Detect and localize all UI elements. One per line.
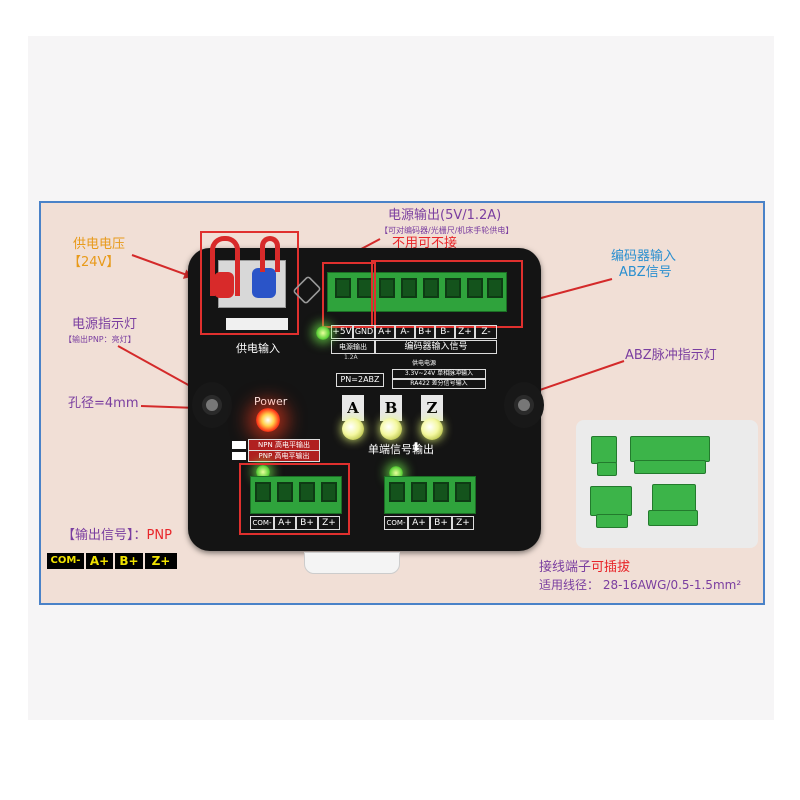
npn-indicator-square xyxy=(232,441,246,449)
terminal-product-4pin-b-plug xyxy=(648,510,698,526)
output-signal-label: 【输出信号】：PNP xyxy=(62,528,172,544)
encoder-input-highlight xyxy=(371,260,523,328)
power-output-label: 电源输出(5V/1.2A) xyxy=(388,208,502,223)
encoder-input-tag: 编码器输入信号 xyxy=(375,340,497,354)
terminal-slot xyxy=(467,278,483,298)
label-z-minus: Z- xyxy=(475,325,497,339)
led-a xyxy=(342,418,364,440)
terminal-slot xyxy=(487,278,503,298)
terminal-product-8pin-plug xyxy=(634,460,706,474)
terminal-title-text: 接线端子 xyxy=(539,560,592,575)
out-left-z: Z+ xyxy=(318,516,340,530)
label-b-plus: B+ xyxy=(415,325,435,339)
terminal-slot xyxy=(335,278,351,298)
led-b xyxy=(380,418,402,440)
legend-z: Z+ xyxy=(145,553,177,569)
label-5v: +5V xyxy=(331,325,353,339)
led-label-b: B xyxy=(380,395,402,421)
blue-wire-ferrule xyxy=(252,268,276,298)
power-out-tag: 电源输出 xyxy=(331,340,375,354)
supply-voltage-label: 供电电压 xyxy=(73,237,126,252)
terminal-slot xyxy=(299,482,315,502)
power-indicator-note: 【输出PNP：亮灯】 xyxy=(64,335,136,344)
supply-input-plate xyxy=(226,318,288,330)
mounting-ear-right xyxy=(504,382,544,428)
din-rail-clip xyxy=(304,552,400,574)
out-right-com: COM- xyxy=(384,516,408,530)
terminal-slot xyxy=(321,482,337,502)
pnp-label: PNP 高电平输出 xyxy=(248,450,320,462)
terminal-product-4pin-b xyxy=(652,484,696,514)
legend-b: B+ xyxy=(115,553,143,569)
hole-diameter-label: 孔径=4mm xyxy=(68,396,139,411)
terminal-slot xyxy=(455,482,471,502)
label-a-plus: A+ xyxy=(375,325,395,339)
power-label: Power xyxy=(254,395,288,408)
supply-terminal-highlight xyxy=(200,231,299,335)
led-label-z: Z xyxy=(421,395,443,421)
current-tag: 1.2A xyxy=(344,354,358,361)
do-not-connect-label: 不用可不接 xyxy=(392,236,458,251)
wire-spec-label: 适用线径： 28-16AWG/0.5-1.5mm² xyxy=(539,578,742,592)
terminal-slot xyxy=(389,482,405,502)
out-left-b: B+ xyxy=(296,516,318,530)
red-wire xyxy=(210,236,240,296)
out-right-a: A+ xyxy=(408,516,430,530)
spec-line-1: 3.3V~24V 单相脉冲输入 xyxy=(392,369,486,379)
power-indicator-label: 电源指示灯 xyxy=(72,317,138,332)
terminal-slot xyxy=(379,278,395,298)
spec-title: 供电电源 xyxy=(412,360,437,367)
red-wire-ferrule xyxy=(214,272,234,298)
terminal-slot xyxy=(277,482,293,502)
pnp-indicator-square xyxy=(232,452,246,460)
terminal-slot xyxy=(255,482,271,502)
abz-pulse-indicator-label: ABZ脉冲指示灯 xyxy=(625,348,717,363)
terminal-title-highlight: 可插拔 xyxy=(591,560,631,575)
out-left-com: COM- xyxy=(250,516,274,530)
terminal-product-2pin-plug xyxy=(597,462,617,476)
output-terminal-highlight xyxy=(239,463,350,535)
mounting-ear-left xyxy=(192,382,232,428)
led-z xyxy=(421,418,443,440)
led-label-a: A xyxy=(342,395,364,421)
terminal-product-4pin-plug xyxy=(596,514,628,528)
encoder-input-label: 编码器输入 xyxy=(611,249,677,264)
arrow-down-icon: ⬇ xyxy=(411,440,422,454)
terminal-slot xyxy=(401,278,417,298)
terminal-slot xyxy=(411,482,427,502)
output-signal-title: 【输出信号】： xyxy=(62,528,147,543)
label-b-minus: B- xyxy=(435,325,455,339)
label-gnd: GND xyxy=(353,325,375,339)
out-left-a: A+ xyxy=(274,516,296,530)
spec-line-2: RA422 差分信号输入 xyxy=(392,379,486,389)
power-led xyxy=(256,408,280,432)
out-right-z: Z+ xyxy=(452,516,474,530)
terminal-title: 接线端子可插拔 xyxy=(539,560,631,576)
legend-a: A+ xyxy=(86,553,113,569)
terminal-product-2pin xyxy=(591,436,617,464)
legend-com: COM- xyxy=(47,553,84,569)
abz-signal-label: ABZ信号 xyxy=(619,265,672,280)
single-output-label: 单端信号输出 xyxy=(368,443,434,456)
supply-input-text: 供电输入 xyxy=(236,342,280,355)
power-out-led xyxy=(316,326,330,340)
mounting-hole-left xyxy=(202,395,222,415)
mounting-hole-right xyxy=(514,395,534,415)
output-signal-value: PNP xyxy=(146,528,172,543)
terminal-slot xyxy=(445,278,461,298)
blue-wire xyxy=(260,236,280,272)
terminal-product-4pin xyxy=(590,486,632,516)
out-right-b: B+ xyxy=(430,516,452,530)
output-led-left xyxy=(256,465,270,479)
model-label: PN=2ABZ xyxy=(336,373,384,387)
terminal-slot xyxy=(423,278,439,298)
label-a-minus: A- xyxy=(395,325,415,339)
label-z-plus: Z+ xyxy=(455,325,475,339)
power-output-note: 【可对编码器/光栅尺/机床手轮供电】 xyxy=(380,226,514,235)
supply-voltage-value: 【24V】 xyxy=(68,255,120,270)
terminal-slot xyxy=(433,482,449,502)
power-output-highlight xyxy=(322,262,376,328)
terminal-product-8pin xyxy=(630,436,710,462)
